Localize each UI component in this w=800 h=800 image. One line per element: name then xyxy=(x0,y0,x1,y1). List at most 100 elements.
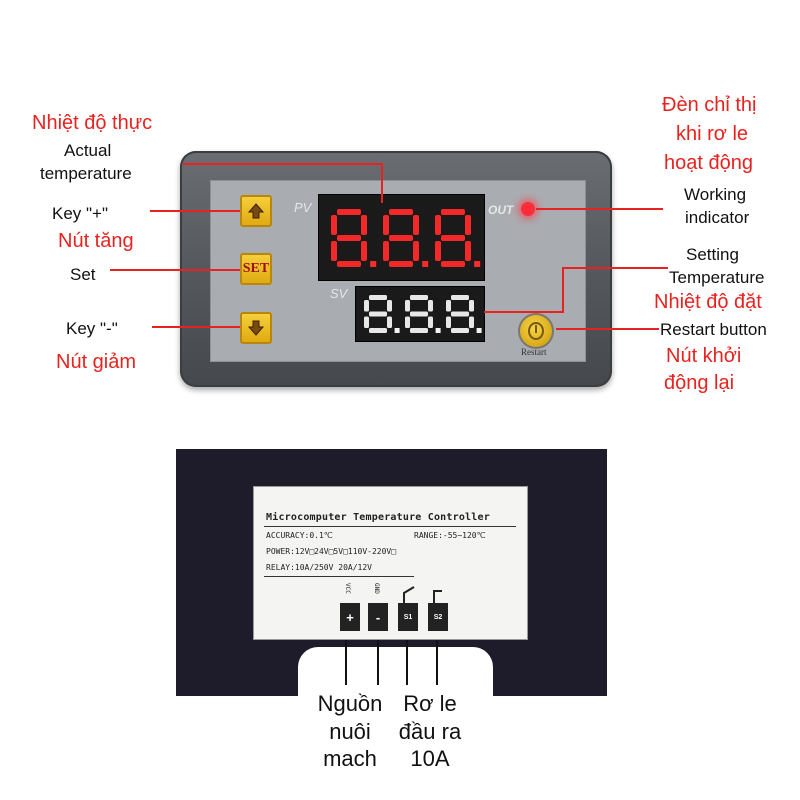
segment-b xyxy=(387,300,392,312)
terminal-gnd-label: GND xyxy=(373,583,380,594)
actual-temp-vi: Nhiệt độ thực xyxy=(32,112,153,134)
working-indicator-led xyxy=(521,202,535,216)
actual-temp-en-1: Actual xyxy=(64,141,112,160)
segment-c xyxy=(361,241,367,261)
out-label: OUT xyxy=(488,203,514,217)
setting-line xyxy=(562,267,668,269)
indicator-en-2: indicator xyxy=(685,208,750,227)
terminal-s2: S2 xyxy=(428,603,448,631)
sv-digits xyxy=(364,295,482,333)
power-icon xyxy=(528,322,544,340)
set-key[interactable]: SET xyxy=(240,253,272,285)
segment-c xyxy=(387,316,392,328)
key-plus-vi: Nút tăng xyxy=(58,230,134,252)
set-line xyxy=(110,269,240,271)
segment-g xyxy=(369,311,387,317)
relay-output-line-3: 10A xyxy=(410,746,450,771)
segment-a xyxy=(369,295,387,300)
setting-line-h2 xyxy=(484,311,564,313)
setting-en-2: Temperature xyxy=(669,268,765,287)
decimal-point xyxy=(476,328,482,333)
segment-c xyxy=(413,241,419,261)
segment-f xyxy=(446,300,451,312)
segment-a xyxy=(410,295,428,300)
segment-f xyxy=(383,215,389,235)
key-minus-en: Key "-" xyxy=(66,319,118,338)
restart-vi-2: động lại xyxy=(664,372,735,394)
indicator-vi-2: khi rơ le xyxy=(676,123,749,145)
segment-b xyxy=(465,215,471,235)
segment-e xyxy=(435,241,441,261)
spec-sticker: Microcomputer Temperature Controller ACC… xyxy=(253,486,528,640)
segment-e xyxy=(364,316,369,328)
sticker-accuracy: ACCURACY:0.1℃ xyxy=(266,531,333,540)
restart-button[interactable] xyxy=(518,313,554,349)
restart-line xyxy=(556,328,659,330)
sticker-divider xyxy=(264,526,516,527)
setting-en-1: Setting xyxy=(686,245,739,264)
restart-vi-1: Nút khởi xyxy=(666,345,742,367)
arrow-up-icon xyxy=(247,203,265,219)
key-minus-line xyxy=(152,326,240,328)
segment-a xyxy=(389,209,413,215)
segment-b xyxy=(469,300,474,312)
power-supply-label: Nguồn nuôi mach xyxy=(305,690,395,773)
segment-g xyxy=(337,235,361,241)
segment-a xyxy=(451,295,469,300)
segment-c xyxy=(465,241,471,261)
plus-key[interactable] xyxy=(240,195,272,227)
segment-g xyxy=(441,235,465,241)
segment-e xyxy=(383,241,389,261)
decimal-point xyxy=(370,261,377,267)
set-en: Set xyxy=(70,265,96,284)
power-supply-line-1: Nguồn xyxy=(317,691,383,716)
sticker-divider-2 xyxy=(264,576,414,577)
minus-key[interactable] xyxy=(240,312,272,344)
segment-c xyxy=(428,316,433,328)
relay-output-label: Rơ le đầu ra 10A xyxy=(385,690,475,773)
relay-output-line-1: Rơ le xyxy=(403,691,457,716)
segment-d xyxy=(369,328,387,333)
segment-g xyxy=(451,311,469,317)
terminal-block: VCC GND + - S1 S2 xyxy=(340,583,450,633)
decimal-point xyxy=(435,328,441,333)
power-supply-line-3: mach xyxy=(323,746,377,771)
pv-digits xyxy=(331,209,481,267)
relay-switch-icon xyxy=(403,586,442,603)
segment-d xyxy=(451,328,469,333)
arrow-down-icon xyxy=(247,320,265,336)
segment-d xyxy=(410,328,428,333)
terminal-vcc-label: VCC xyxy=(344,583,351,594)
segment-b xyxy=(413,215,419,235)
vcc-wire xyxy=(345,640,347,685)
relay-output-line-2: đầu ra xyxy=(398,718,462,744)
s2-wire xyxy=(436,640,438,685)
s1-wire xyxy=(406,640,408,685)
pv-display xyxy=(318,194,485,281)
segment-f xyxy=(435,215,441,235)
segment-b xyxy=(428,300,433,312)
segment-e xyxy=(446,316,451,328)
restart-label: Restart xyxy=(521,347,547,357)
indicator-line xyxy=(536,208,663,210)
sticker-range: RANGE:-55~120℃ xyxy=(414,531,486,540)
segment-f xyxy=(405,300,410,312)
pv-label: PV xyxy=(294,200,312,215)
segment-e xyxy=(331,241,337,261)
segment-a xyxy=(337,209,361,215)
actual-temp-en-2: temperature xyxy=(40,164,132,183)
key-plus-line xyxy=(150,210,240,212)
segment-d xyxy=(389,261,413,267)
set-key-label: SET xyxy=(242,261,270,276)
segment-e xyxy=(405,316,410,328)
sticker-title: Microcomputer Temperature Controller xyxy=(266,512,490,523)
indicator-vi-3: hoạt động xyxy=(664,152,753,174)
segment-f xyxy=(364,300,369,312)
sticker-power: POWER:12V□24V□5V□110V-220V□ xyxy=(266,547,397,556)
actual-temp-line xyxy=(183,163,383,165)
setting-vi: Nhiệt độ đặt xyxy=(654,291,762,313)
segment-d xyxy=(441,261,465,267)
segment-c xyxy=(469,316,474,328)
sv-label: SV xyxy=(330,286,348,301)
segment-g xyxy=(389,235,413,241)
